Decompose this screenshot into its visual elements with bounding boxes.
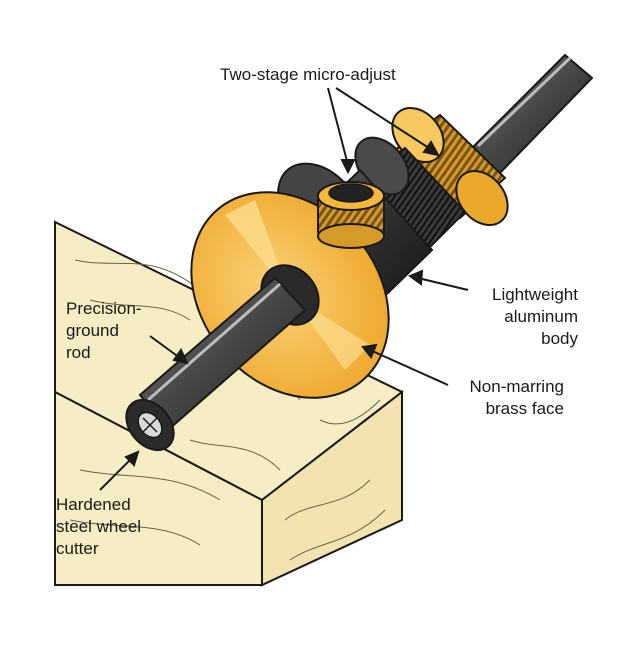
label-cutter: Hardened steel wheel cutter [56,495,141,558]
label-lightweight-line3: body [541,329,578,348]
label-cutter-line2: steel wheel [56,517,141,536]
label-brass-face-line1: Non-marring [470,377,564,396]
label-lightweight-body: Lightweight aluminum body [492,285,579,348]
label-brass-face: Non-marring brass face [470,377,564,418]
rod-near [125,276,307,452]
rod-far [468,53,594,177]
label-rod-line2: ground [66,321,119,340]
thumbscrew-knob [317,181,385,249]
label-cutter-line3: cutter [56,539,99,558]
label-rod: Precision- ground rod [66,299,142,362]
label-micro-adjust: Two-stage micro-adjust [220,65,396,84]
label-rod-line1: Precision- [66,299,142,318]
label-lightweight-line2: aluminum [504,307,578,326]
label-cutter-line1: Hardened [56,495,131,514]
label-lightweight-line1: Lightweight [492,285,578,304]
label-brass-face-line2: brass face [486,399,564,418]
label-rod-line3: rod [66,343,91,362]
leader-arrows [99,87,469,491]
